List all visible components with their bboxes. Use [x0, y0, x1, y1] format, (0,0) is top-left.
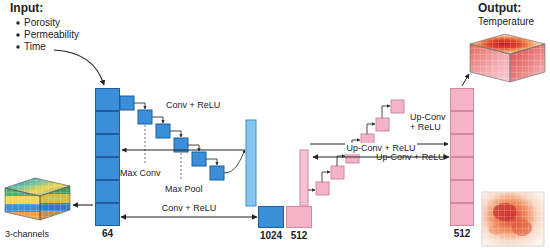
- input-bullets: [16, 45, 19, 48]
- input-heading: Input:: [10, 2, 43, 16]
- input-cube-arrow: [73, 205, 93, 206]
- input-cube-arrow: [73, 204, 93, 205]
- bottleneck-box: 1024: [258, 206, 284, 228]
- output-item: Temperature: [478, 16, 534, 28]
- input-item: Time: [24, 41, 46, 53]
- bottleneck-bar: [246, 120, 256, 206]
- skip-connection: [122, 150, 245, 151]
- operation-label: Max Pool: [165, 184, 203, 194]
- channel-count: 512: [291, 230, 308, 241]
- edge-label: Conv + ReLU: [160, 203, 218, 214]
- encoder-arrow: [134, 103, 145, 109]
- decoder-arrow: [367, 124, 375, 134]
- encoder-feature-map: [156, 124, 170, 138]
- encoder-stack: 64: [95, 88, 120, 226]
- input-bullets: [16, 21, 19, 48]
- input-arrow: [54, 50, 104, 85]
- input-cube: [40, 186, 70, 220]
- bottleneck-bar: [246, 120, 308, 206]
- decoder-arrow: [382, 106, 390, 118]
- input-cube: [5, 188, 40, 220]
- output-arrow: [462, 74, 469, 86]
- encoder-feature-map: [120, 96, 224, 180]
- decoder-arrow: [308, 190, 315, 191]
- bottleneck-box: 512: [286, 206, 312, 228]
- channel-count: 1024: [260, 230, 282, 241]
- encoder-arrow: [224, 150, 245, 173]
- decoder-arrow: [322, 172, 330, 182]
- output-arrow: [462, 74, 469, 86]
- input-item: Permeability: [24, 29, 79, 41]
- decoder-feature-map: [391, 100, 404, 113]
- operation-label: Up-Conv + ReLU: [410, 112, 448, 133]
- input-cube: [5, 178, 70, 220]
- output-heatmap: [482, 192, 544, 246]
- output-cube: [510, 44, 545, 82]
- pool-leader: [181, 153, 182, 180]
- input-arrow: [54, 50, 104, 85]
- encoder-arrow: [206, 159, 217, 165]
- channel-label: 3-channels: [5, 229, 49, 239]
- flow-arrow: [121, 216, 257, 217]
- encoder-feature-map: [120, 96, 134, 110]
- encoder-feature-map: [210, 166, 224, 180]
- decoder-feature-map: [376, 118, 389, 131]
- channel-count: 64: [102, 228, 113, 239]
- output-cube: [470, 34, 545, 82]
- bottleneck-bar: [300, 150, 308, 206]
- operation-label: Conv + ReLU: [166, 100, 220, 110]
- input-item: Porosity: [24, 17, 60, 29]
- encoder-feature-map: [192, 152, 206, 166]
- encoder-feature-map: [138, 110, 152, 124]
- channel-count: 512: [454, 228, 471, 239]
- encoder-arrow: [152, 117, 163, 123]
- decoder-stack: 512: [450, 88, 474, 226]
- input-bullets: [16, 21, 19, 24]
- operation-label: Max Conv: [120, 168, 161, 178]
- output-cube: [470, 44, 510, 82]
- output-heatmap: [482, 192, 544, 246]
- output-heatmap: [482, 192, 544, 246]
- pool-leader: [145, 125, 146, 164]
- edge-label: Up-Conv + ReLU: [345, 143, 418, 154]
- decoder-feature-map: [331, 166, 344, 179]
- input-bullets: [16, 33, 19, 36]
- encoder-arrow: [170, 131, 181, 137]
- decoder-feature-map: [316, 182, 329, 195]
- encoder-arrow: [134, 103, 245, 173]
- output-heading: Output:: [478, 2, 521, 16]
